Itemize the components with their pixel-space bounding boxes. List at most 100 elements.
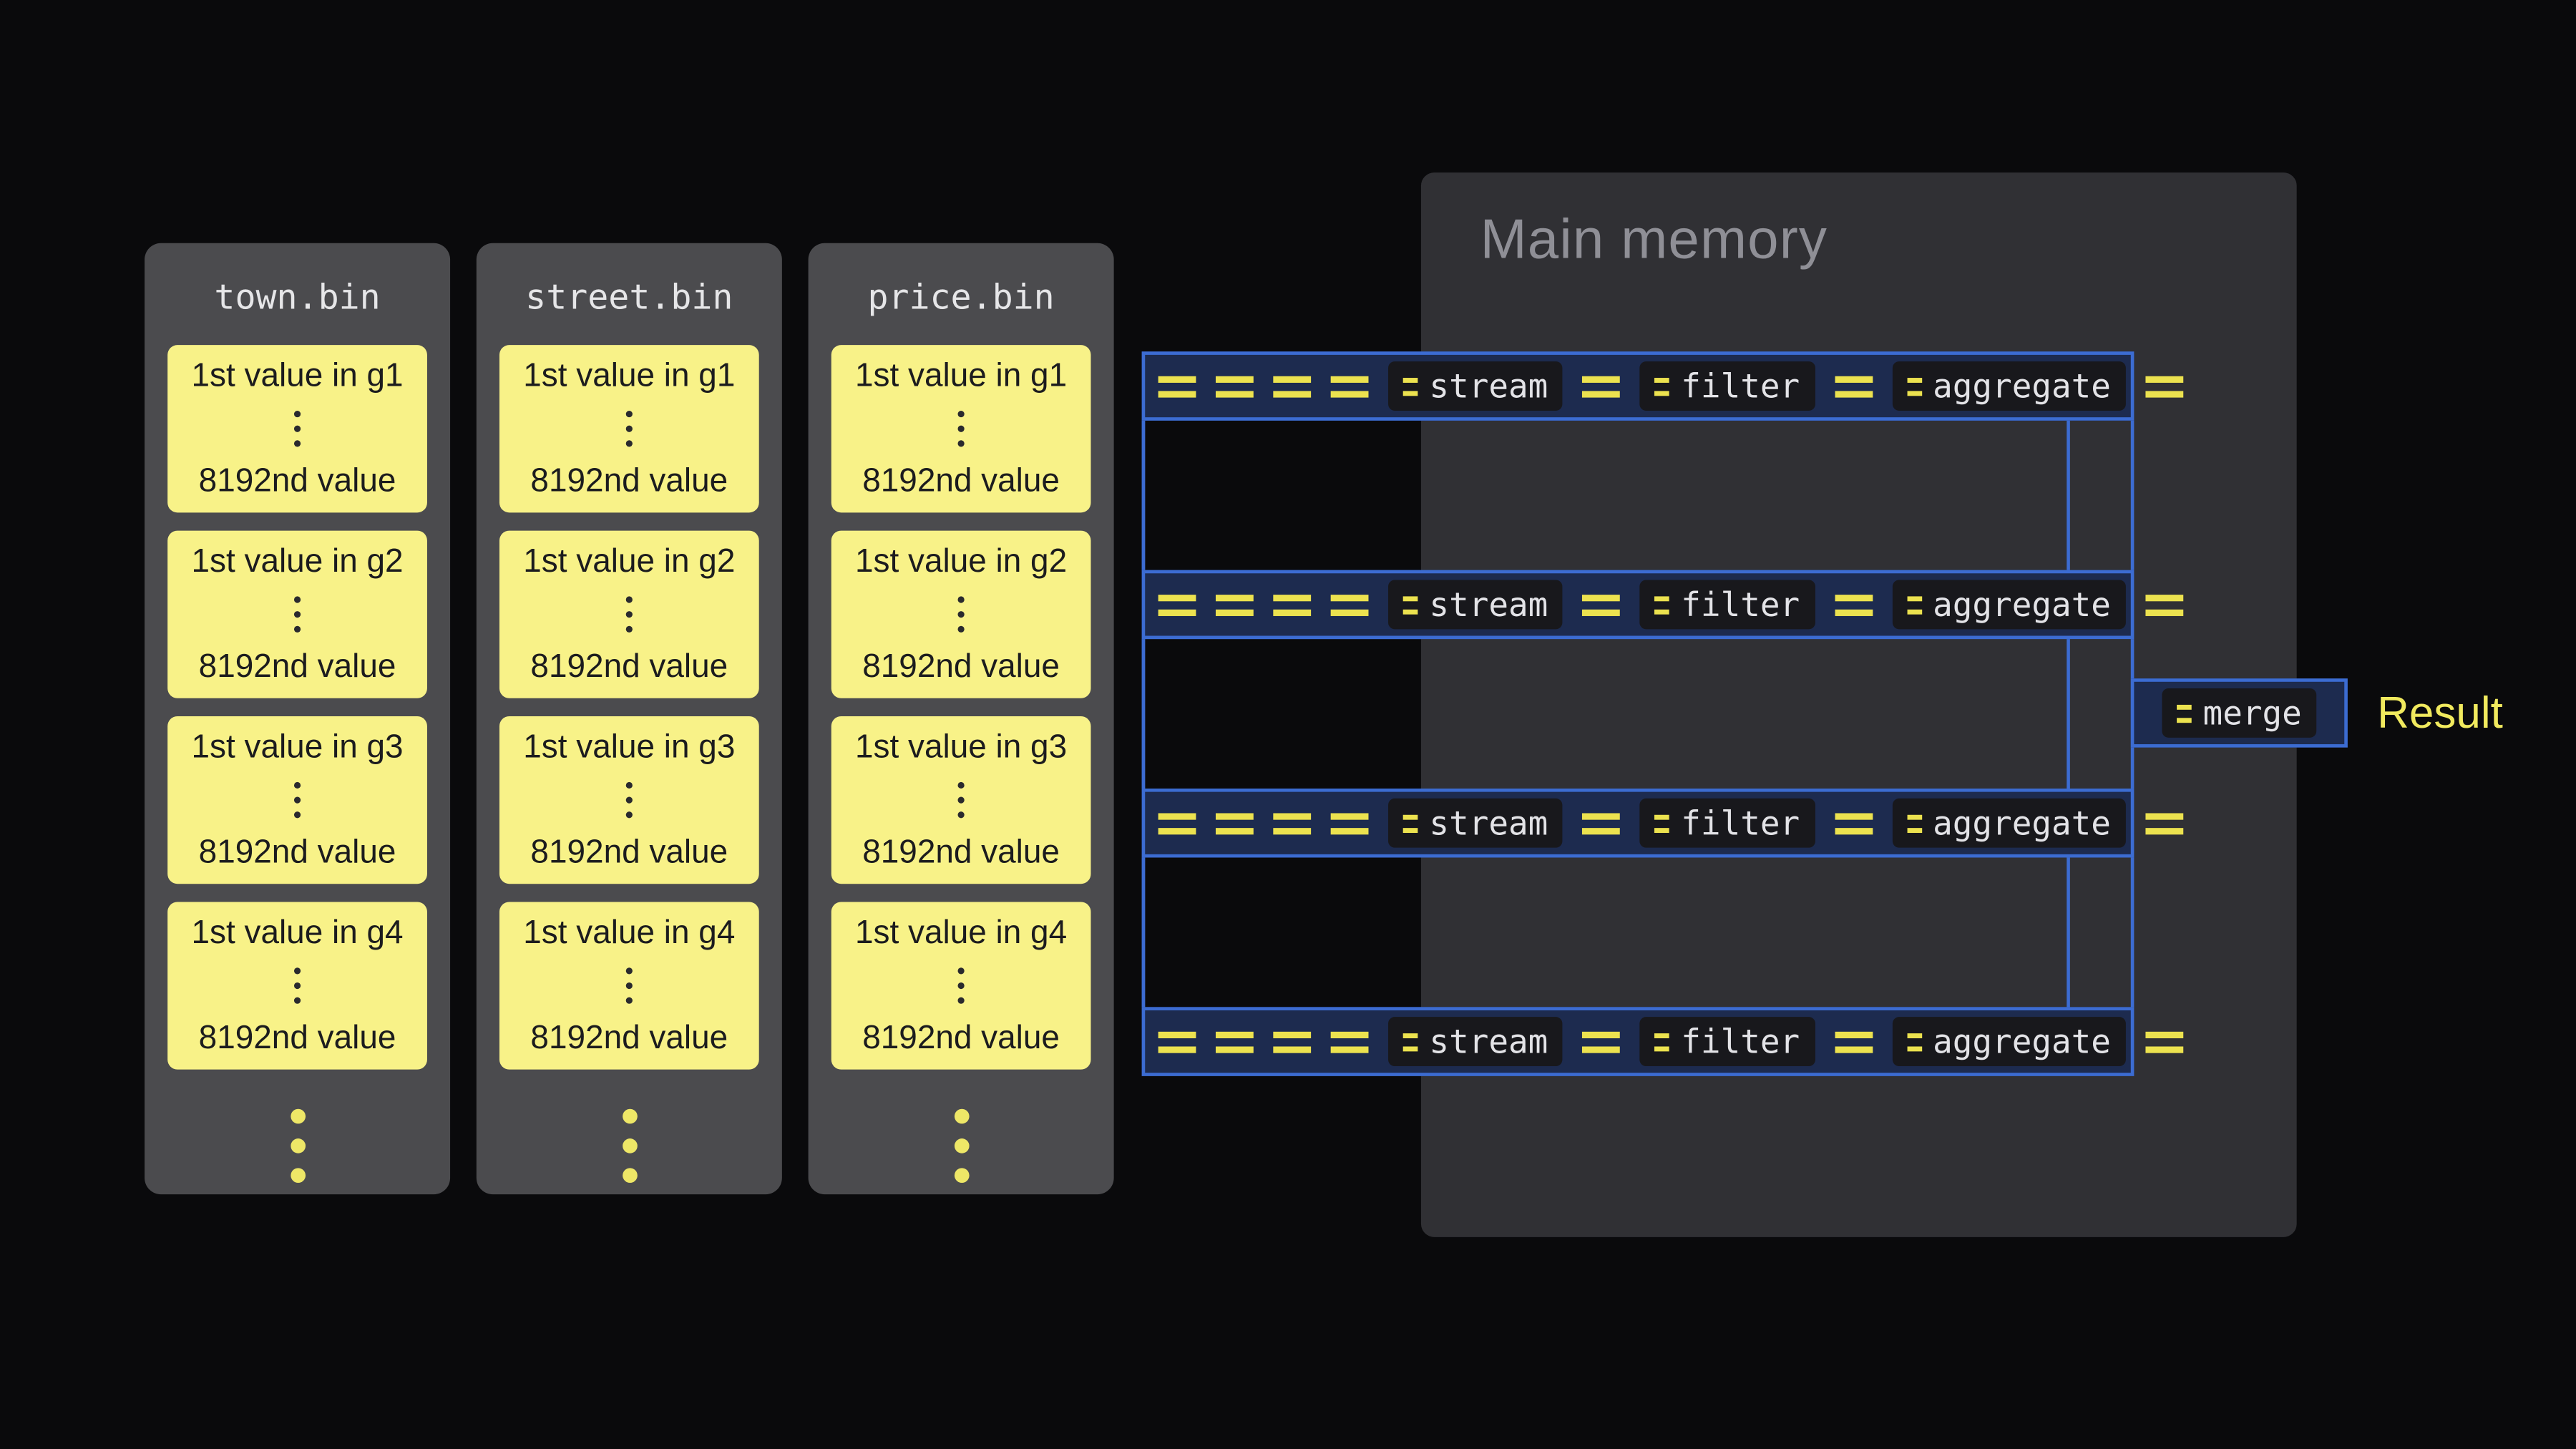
flow-dash-icon xyxy=(2176,703,2192,723)
aggregate-stage: aggregate xyxy=(1891,361,2126,411)
flow-dash-icon xyxy=(1654,376,1670,396)
flow-dash-icon xyxy=(1158,375,1196,397)
group-card-g3: 1st value in g3 8192nd value xyxy=(167,716,427,884)
file-panel-price: price.bin 1st value in g1 8192nd value 1… xyxy=(808,243,1114,1195)
group-first-value: 1st value in g2 xyxy=(523,543,736,580)
flow-dash-icon xyxy=(1834,1030,1873,1053)
aggregate-stage: aggregate xyxy=(1891,798,2126,848)
flow-dash-icon xyxy=(1158,1030,1196,1053)
group-last-value: 8192nd value xyxy=(862,463,1060,499)
pipeline-connector xyxy=(1141,417,2070,574)
file-panel-street: street.bin 1st value in g1 8192nd value … xyxy=(476,243,782,1195)
group-card-g1: 1st value in g1 8192nd value xyxy=(831,345,1091,513)
flow-dash-icon xyxy=(1215,593,1254,615)
more-groups-ellipsis-icon xyxy=(290,1101,305,1189)
group-last-value: 8192nd value xyxy=(530,463,728,499)
group-card-g3: 1st value in g3 8192nd value xyxy=(499,716,759,884)
merge-stage: merge xyxy=(2162,688,2317,738)
ellipsis-vertical-icon xyxy=(957,964,965,1008)
group-first-value: 1st value in g1 xyxy=(855,358,1068,395)
filter-stage: filter xyxy=(1639,580,1815,630)
group-card-g4: 1st value in g4 8192nd value xyxy=(499,902,759,1070)
ellipsis-vertical-icon xyxy=(957,592,965,637)
aggregate-stage: aggregate xyxy=(1891,1017,2126,1067)
flow-dash-icon xyxy=(2145,593,2183,615)
flow-dash-icon xyxy=(1582,1030,1621,1053)
file-panel-town: town.bin 1st value in g1 8192nd value 1s… xyxy=(145,243,451,1195)
more-groups-ellipsis-icon xyxy=(621,1101,637,1189)
flow-dash-icon xyxy=(1273,593,1312,615)
group-first-value: 1st value in g4 xyxy=(855,914,1068,952)
flow-dash-icon xyxy=(1330,593,1369,615)
group-last-value: 8192nd value xyxy=(862,648,1060,686)
flow-dash-icon xyxy=(1402,814,1418,832)
flow-dash-icon xyxy=(1402,1032,1418,1051)
stage-label: filter xyxy=(1681,366,1800,406)
flow-dash-icon xyxy=(1158,593,1196,615)
stage-label: stream xyxy=(1429,1022,1548,1062)
pipeline-row-4: stream filter aggregate xyxy=(1141,1007,2183,1076)
flow-dash-icon xyxy=(2145,1030,2183,1053)
flow-dash-icon xyxy=(2145,812,2183,834)
ellipsis-vertical-icon xyxy=(625,964,633,1008)
flow-dash-icon xyxy=(1158,812,1196,834)
group-first-value: 1st value in g2 xyxy=(855,543,1068,580)
pipeline-row-1: stream filter aggregate xyxy=(1141,351,2183,421)
stage-label: stream xyxy=(1429,803,1548,843)
group-first-value: 1st value in g1 xyxy=(191,358,404,395)
group-last-value: 8192nd value xyxy=(862,834,1060,871)
filter-stage: filter xyxy=(1639,1017,1815,1067)
merge-box: merge xyxy=(2130,678,2348,748)
flow-dash-icon xyxy=(1215,375,1254,397)
flow-dash-icon xyxy=(1330,812,1369,834)
stage-label: aggregate xyxy=(1933,366,2111,406)
group-first-value: 1st value in g2 xyxy=(191,543,404,580)
stage-label: filter xyxy=(1681,803,1800,843)
flow-dash-icon xyxy=(1215,812,1254,834)
group-card-g1: 1st value in g1 8192nd value xyxy=(167,345,427,513)
flow-dash-icon xyxy=(1330,1030,1369,1053)
group-first-value: 1st value in g4 xyxy=(191,914,404,952)
ellipsis-vertical-icon xyxy=(625,406,633,451)
pipeline-row-2: stream filter aggregate xyxy=(1141,570,2183,640)
group-last-value: 8192nd value xyxy=(198,1020,396,1057)
group-first-value: 1st value in g1 xyxy=(523,358,736,395)
flow-dash-icon xyxy=(1582,375,1621,397)
flow-dash-icon xyxy=(1273,812,1312,834)
flow-dash-icon xyxy=(1906,1032,1922,1051)
group-last-value: 8192nd value xyxy=(198,463,396,499)
pipeline-connector xyxy=(1141,854,2070,1010)
filter-stage: filter xyxy=(1639,361,1815,411)
stage-label: aggregate xyxy=(1933,585,2111,625)
flow-dash-icon xyxy=(1402,595,1418,614)
result-label: Result xyxy=(2377,687,2503,737)
flow-dash-icon xyxy=(1906,814,1922,832)
flow-dash-icon xyxy=(1654,814,1670,832)
flow-dash-icon xyxy=(1906,595,1922,614)
ellipsis-vertical-icon xyxy=(957,778,965,822)
group-last-value: 8192nd value xyxy=(198,648,396,686)
ellipsis-vertical-icon xyxy=(293,778,301,822)
pipeline-connector xyxy=(1141,635,2070,792)
flow-dash-icon xyxy=(2145,375,2183,397)
stage-label: stream xyxy=(1429,366,1548,406)
flow-dash-icon xyxy=(1273,375,1312,397)
flow-dash-icon xyxy=(1834,812,1873,834)
ellipsis-vertical-icon xyxy=(293,592,301,637)
group-first-value: 1st value in g3 xyxy=(855,729,1068,766)
group-last-value: 8192nd value xyxy=(530,1020,728,1057)
aggregate-stage: aggregate xyxy=(1891,580,2126,630)
flow-dash-icon xyxy=(1834,375,1873,397)
group-card-g1: 1st value in g1 8192nd value xyxy=(499,345,759,513)
file-title: price.bin xyxy=(867,278,1055,318)
ellipsis-vertical-icon xyxy=(293,964,301,1008)
merge-label: merge xyxy=(2202,693,2302,733)
group-last-value: 8192nd value xyxy=(862,1020,1060,1057)
stage-label: stream xyxy=(1429,585,1548,625)
group-last-value: 8192nd value xyxy=(530,834,728,871)
flow-dash-icon xyxy=(1215,1030,1254,1053)
stream-stage: stream xyxy=(1388,1017,1563,1067)
flow-dash-icon xyxy=(1273,1030,1312,1053)
flow-dash-icon xyxy=(1654,595,1670,614)
